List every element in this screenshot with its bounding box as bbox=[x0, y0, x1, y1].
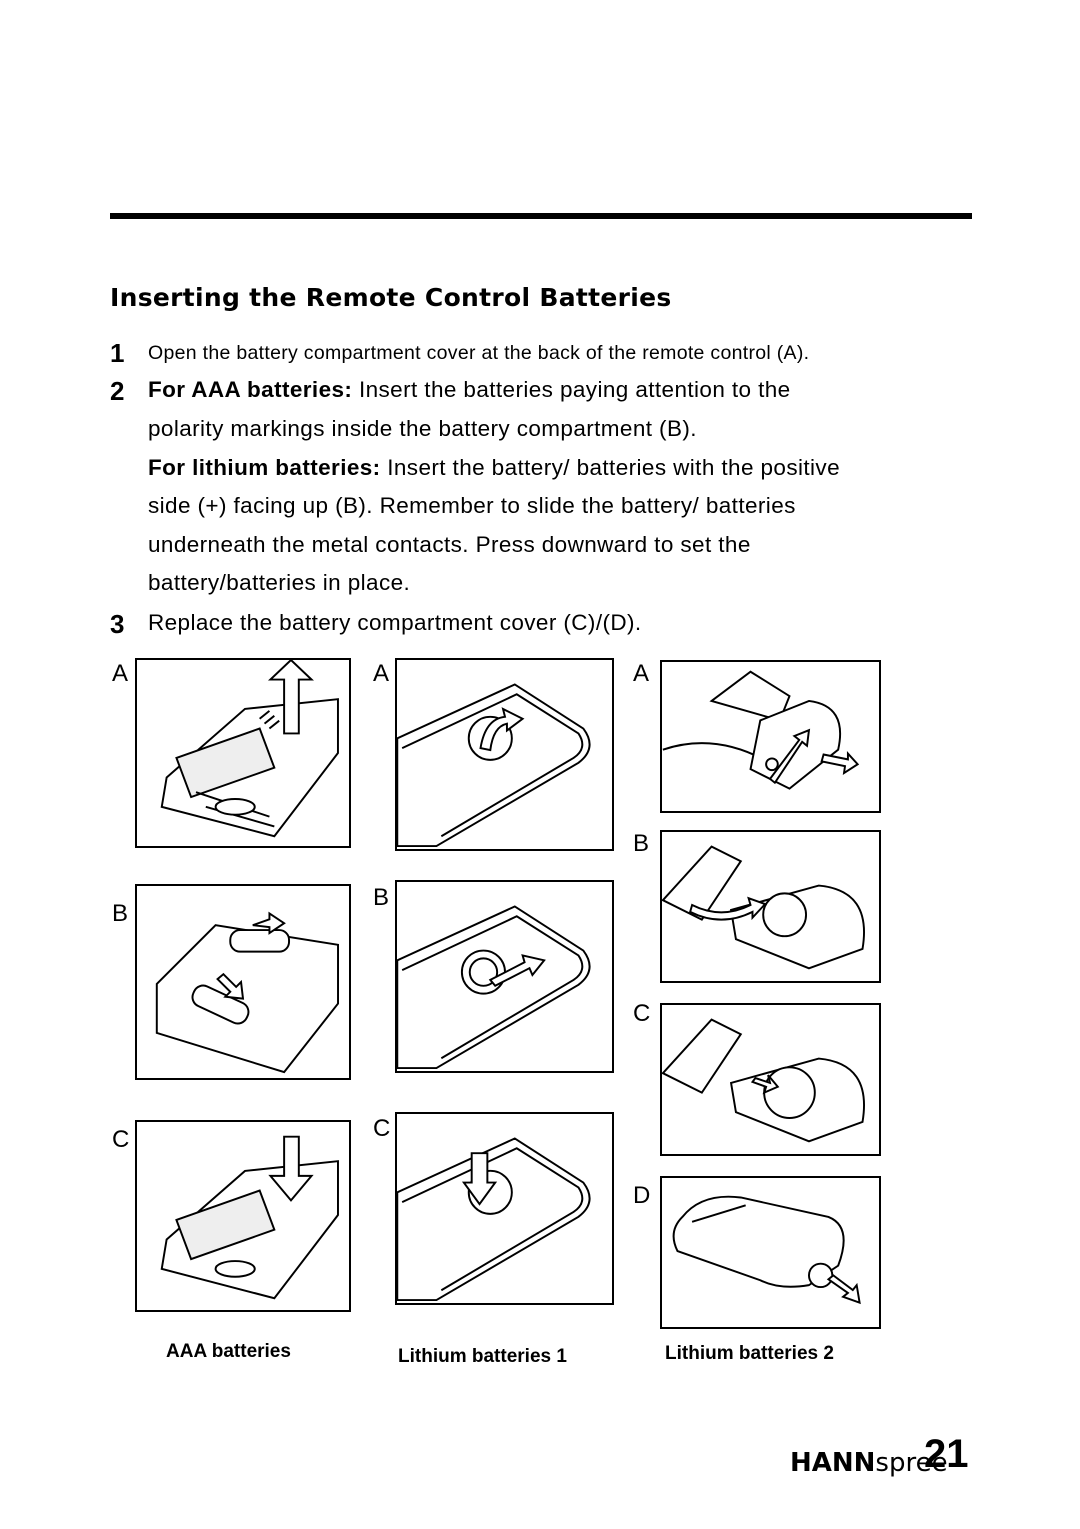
figure-label-aaa-b: B bbox=[112, 900, 129, 927]
step-number: 2 bbox=[110, 376, 125, 406]
aaa-lead: For AAA batteries: bbox=[148, 377, 353, 402]
figure-label-lith2-b: B bbox=[633, 830, 650, 857]
lithium2-open-cover-illustration bbox=[660, 660, 881, 813]
figure-label-lith2-a: A bbox=[633, 660, 650, 687]
lithium1-close-cover-illustration bbox=[395, 1112, 614, 1305]
aaa-line-2: polarity markings inside the battery com… bbox=[148, 416, 697, 441]
caption-lithium-batteries-1: Lithium batteries 1 bbox=[398, 1346, 567, 1367]
step-text: Open the battery compartment cover at th… bbox=[148, 342, 810, 364]
lithium-line-3: underneath the metal contacts. Press dow… bbox=[148, 532, 751, 557]
step-text: For AAA batteries: Insert the batteries … bbox=[148, 377, 791, 403]
aaa-text: Insert the batteries paying attention to… bbox=[352, 377, 791, 402]
step-text: Replace the battery compartment cover (C… bbox=[148, 610, 642, 635]
lithium2-close-cover-illustration bbox=[660, 1176, 881, 1329]
figure-label-lith1-a: A bbox=[373, 660, 390, 687]
aaa-close-cover-illustration bbox=[135, 1120, 351, 1312]
lithium-lead: For lithium batteries: bbox=[148, 455, 381, 480]
aaa-open-cover-illustration bbox=[135, 658, 351, 848]
lithium-text: Insert the battery/ batteries with the p… bbox=[380, 455, 840, 480]
section-heading: Inserting the Remote Control Batteries bbox=[110, 283, 672, 312]
lithium-line-2: side (+) facing up (B). Remember to slid… bbox=[148, 493, 796, 518]
top-rule bbox=[110, 213, 972, 219]
brand-logo: HANNspree bbox=[790, 1448, 948, 1478]
aaa-insert-batteries-illustration bbox=[135, 884, 351, 1080]
lithium2-press-battery-illustration bbox=[660, 1003, 881, 1156]
step-number: 1 bbox=[110, 338, 125, 368]
figure-label-aaa-c: C bbox=[112, 1126, 130, 1153]
figure-label-lith2-d: D bbox=[633, 1182, 651, 1209]
brand-thin: spree bbox=[875, 1448, 948, 1478]
caption-aaa-batteries: AAA batteries bbox=[166, 1341, 291, 1362]
lithium1-open-cover-illustration bbox=[395, 658, 614, 851]
lithium1-insert-battery-illustration bbox=[395, 880, 614, 1073]
figure-label-lith1-c: C bbox=[373, 1115, 391, 1142]
page-number: 21 bbox=[924, 1432, 969, 1476]
brand-bold: HANN bbox=[790, 1448, 876, 1478]
lithium-line-4: battery/batteries in place. bbox=[148, 570, 411, 595]
lithium-line-1: For lithium batteries: Insert the batter… bbox=[148, 455, 840, 481]
figure-label-aaa-a: A bbox=[112, 660, 129, 687]
figure-label-lith2-c: C bbox=[633, 1000, 651, 1027]
caption-lithium-batteries-2: Lithium batteries 2 bbox=[665, 1343, 834, 1364]
step-number: 3 bbox=[110, 609, 125, 639]
figure-label-lith1-b: B bbox=[373, 884, 390, 911]
lithium2-insert-battery-illustration bbox=[660, 830, 881, 983]
